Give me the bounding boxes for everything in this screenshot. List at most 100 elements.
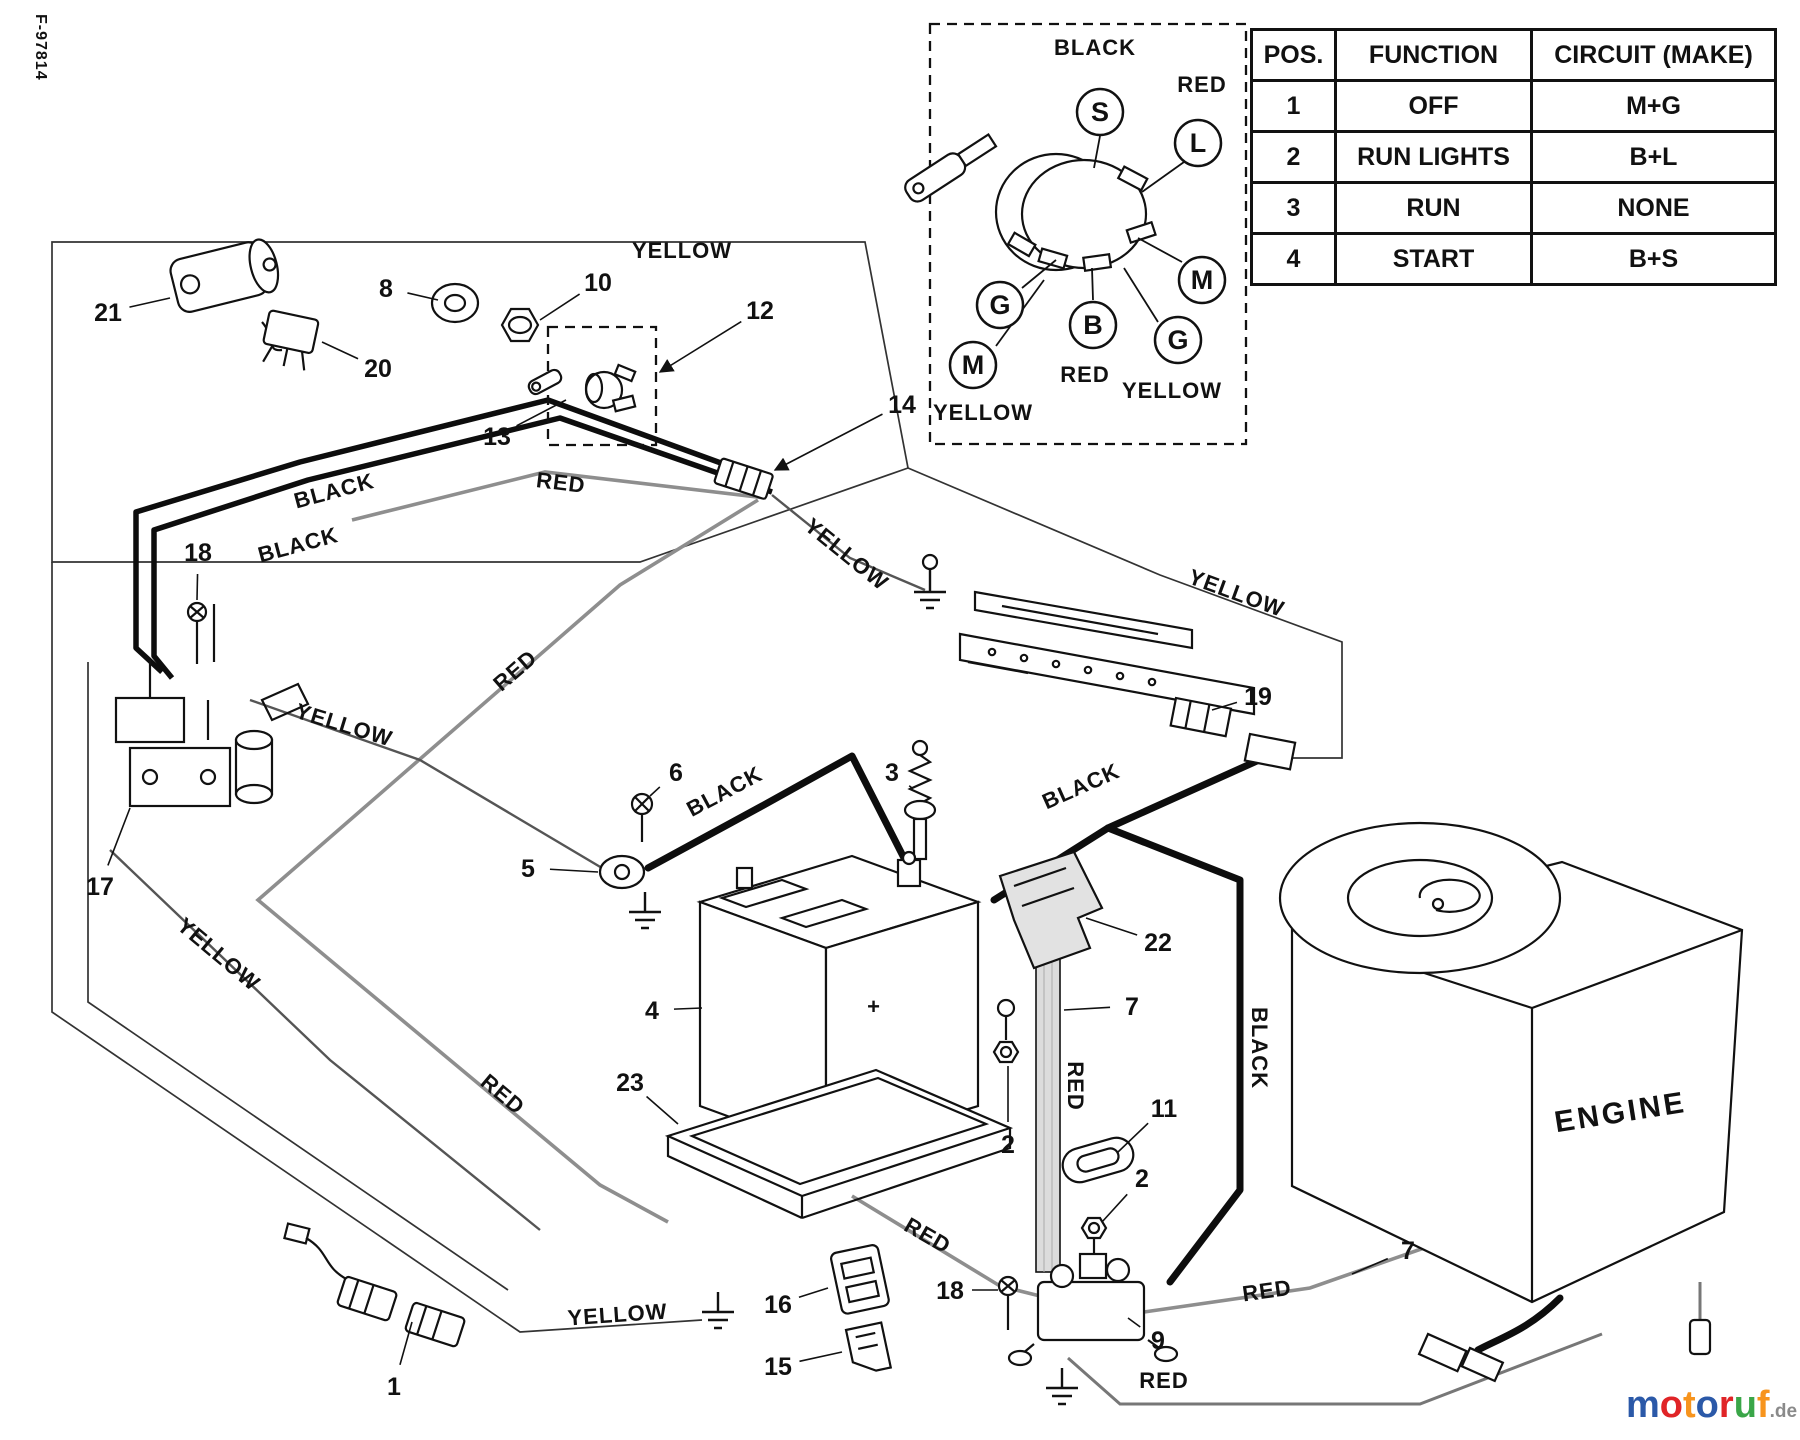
wire-color-label: YELLOW: [632, 238, 732, 263]
wire-color-label: YELLOW: [1185, 564, 1288, 622]
leader-line: [1351, 1257, 1389, 1275]
part-11-cover: [1061, 1136, 1135, 1184]
detail-wire-label: RED: [1177, 72, 1226, 97]
part-13-ignition-switch: [527, 363, 637, 413]
table-cell: B+L: [1530, 130, 1777, 184]
leader-line: [908, 785, 913, 789]
part-18-bolt-lower: [997, 1275, 1019, 1330]
leader-line: [196, 573, 199, 601]
part-number: 5: [521, 855, 535, 883]
part-23-battery-tray: [664, 1068, 1014, 1220]
wire-color-label: +: [867, 994, 881, 1019]
table-cell: 4: [1250, 232, 1337, 286]
leader-line: [799, 1351, 843, 1363]
part-number: 6: [669, 759, 683, 787]
table-cell: RUN: [1334, 181, 1533, 235]
logo-letter: o: [1659, 1384, 1684, 1426]
leader-line: [1085, 917, 1138, 936]
table-header-row: POS. FUNCTION CIRCUIT (MAKE): [1250, 28, 1777, 82]
leader-line: [646, 1095, 679, 1125]
part-5-ring-terminal: [598, 854, 646, 890]
doc-code-label: F-97814: [32, 14, 49, 81]
part-19-bracket-assembly: [921, 553, 1297, 771]
part-10-nut: [500, 307, 540, 343]
leader-line: [649, 786, 661, 797]
col-circuit: CIRCUIT (MAKE): [1530, 28, 1777, 82]
terminal-circle: [1068, 300, 1118, 350]
detail-wire-label: YELLOW: [933, 400, 1033, 425]
part-number: 16: [764, 1291, 792, 1319]
terminal-letter: G: [1167, 325, 1188, 355]
wire-color-label: RED: [1241, 1275, 1293, 1307]
wire-color-label: RED: [488, 645, 542, 696]
table-cell: M+G: [1530, 79, 1777, 133]
terminal-circle: [1177, 255, 1227, 305]
table-cell: NONE: [1530, 181, 1777, 235]
part-16-fuse-holder: [830, 1244, 890, 1315]
terminal-letter: S: [1091, 97, 1109, 127]
table-cell: 3: [1250, 181, 1337, 235]
part-15-fuse: [844, 1321, 893, 1372]
part-21-module: [169, 238, 280, 313]
ignition-switch-graphic: [904, 133, 1157, 272]
detail-wire-label: YELLOW: [1122, 378, 1222, 403]
leader-line: [321, 341, 359, 360]
part-number: 15: [764, 1353, 792, 1381]
part-14-connector: [713, 457, 774, 500]
wire-color-labels: YELLOWBLACKBLACKREDYELLOWREDYELLOWREDBLA…: [172, 238, 1293, 1393]
part-number: 10: [584, 269, 612, 297]
part-number: 19: [1244, 683, 1272, 711]
terminal-letter: M: [1191, 265, 1214, 295]
part-number: 20: [364, 355, 392, 383]
part-22-terminal-boot: [998, 850, 1104, 970]
wire-color-label: YELLOW: [293, 698, 396, 751]
terminal-letter: G: [989, 290, 1010, 320]
detail-wire-label: BLACK: [1054, 35, 1136, 60]
wire-color-label: BLACK: [1247, 1007, 1272, 1089]
leader-line: [1063, 1006, 1111, 1011]
logo-letter: r: [1718, 1384, 1734, 1426]
logo-letter: t: [1683, 1384, 1696, 1426]
part-number: 8: [379, 275, 393, 303]
logo-letter: m: [1626, 1384, 1660, 1426]
part-number: 22: [1144, 929, 1172, 957]
part-number: 3: [885, 759, 899, 787]
table-cell: OFF: [1334, 79, 1533, 133]
leader-line: [516, 399, 567, 427]
terminal-letter: L: [1190, 128, 1207, 158]
part-20-connector: [262, 309, 320, 371]
part-number: 2: [1135, 1165, 1149, 1193]
leader-line: [1127, 1317, 1141, 1328]
part-number: 1: [387, 1373, 401, 1401]
part-number: 18: [184, 539, 212, 567]
leader-line: [673, 1007, 703, 1010]
col-function: FUNCTION: [1334, 28, 1533, 82]
part-number: 7: [1401, 1237, 1415, 1265]
part-engine: [1278, 821, 1744, 1304]
part-number: 23: [616, 1069, 644, 1097]
leader-line: [1211, 701, 1238, 711]
leader-line: [1117, 1122, 1149, 1153]
logo-suffix: .de: [1769, 1401, 1798, 1422]
part-number: 9: [1151, 1327, 1165, 1355]
leader-line: [399, 1321, 413, 1366]
col-pos: POS.: [1250, 28, 1337, 82]
wire-color-label: RED: [535, 467, 587, 498]
table-cell: 2: [1250, 130, 1337, 184]
logo-letter: f: [1756, 1384, 1770, 1426]
leader-line: [773, 413, 883, 471]
part-number: 13: [483, 423, 511, 451]
terminal-letter: M: [962, 350, 985, 380]
terminal-letter: B: [1083, 310, 1103, 340]
ground-symbols: [629, 570, 1078, 1406]
leader-line: [549, 868, 599, 873]
wire-color-label: RED: [1139, 1368, 1188, 1393]
